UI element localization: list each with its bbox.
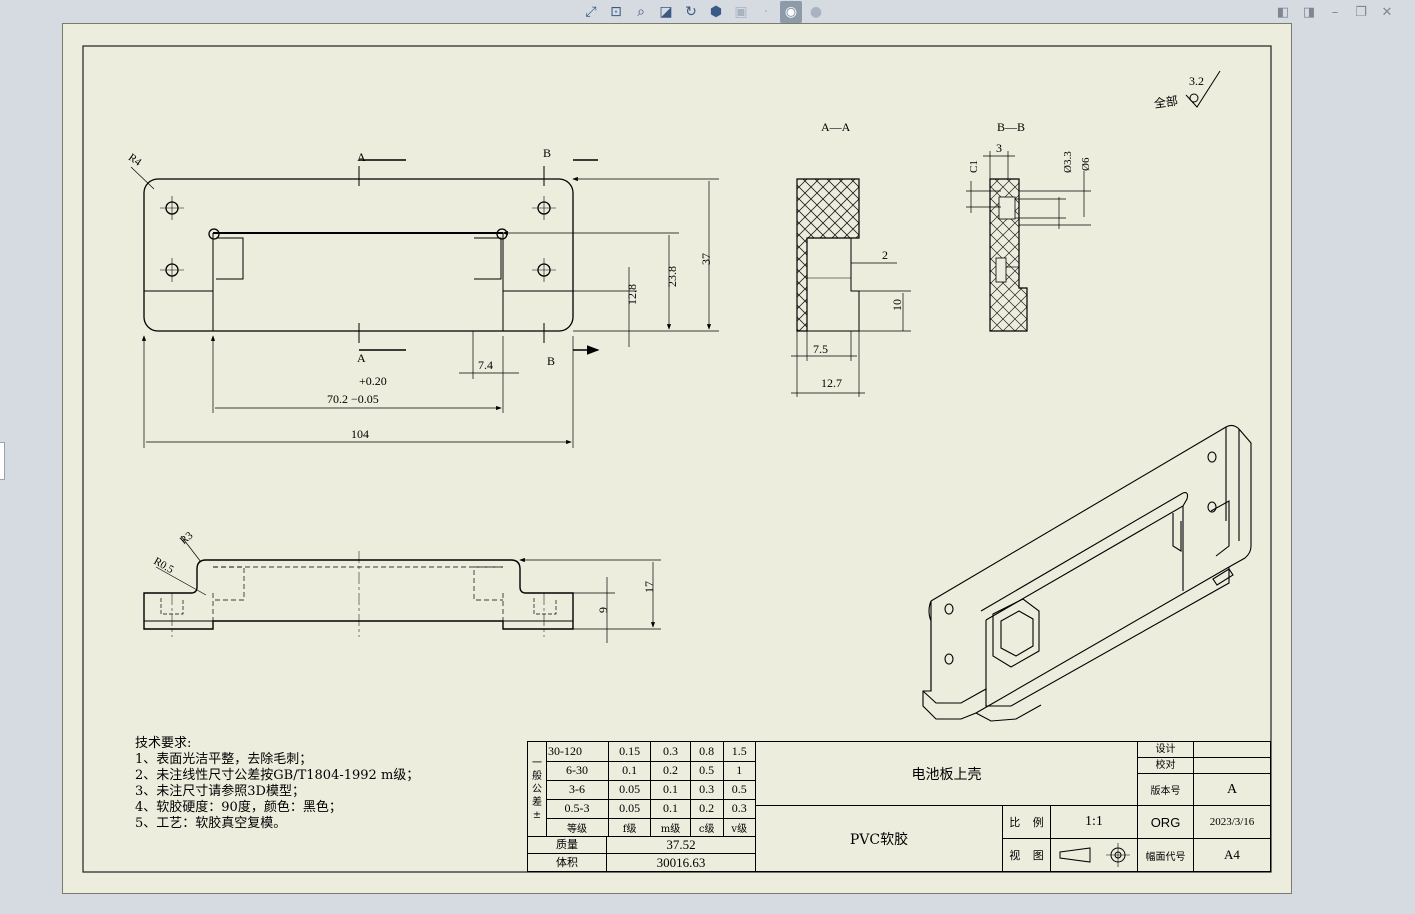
- volume-value: 30016.63: [656, 855, 706, 870]
- design-value: [1194, 742, 1270, 758]
- rotate-view-icon[interactable]: ↻: [685, 4, 697, 20]
- view-orientation-icon[interactable]: ▣: [734, 4, 748, 20]
- version-value: A: [1194, 774, 1270, 806]
- zoom-to-fit-icon[interactable]: ⤢: [585, 4, 597, 20]
- tech-requirement-item: 3、未注尺寸请参照3D模型；: [135, 784, 305, 799]
- sheet-size-value: A4: [1224, 847, 1240, 862]
- dim-aa-10: 10: [890, 299, 904, 311]
- dim-23-8: 23.8: [665, 266, 679, 287]
- view-label: 视图: [1003, 839, 1051, 871]
- tech-requirement-item: 4、软胶硬度：90度，颜色：黑色；: [135, 800, 342, 815]
- mass-value: 37.52: [666, 837, 696, 852]
- separator-icon: ·: [763, 4, 769, 20]
- hide-show-icon[interactable]: ◉: [780, 1, 802, 23]
- top-view: [143, 159, 598, 350]
- material: PVC软胶: [849, 831, 909, 848]
- dim-70-2: 70.2 −0.05: [327, 392, 379, 406]
- restore-icon[interactable]: ❐: [1355, 4, 1367, 20]
- dim-12-8: 12.8: [625, 284, 639, 305]
- date: 2023/3/16: [1194, 806, 1270, 839]
- close-icon[interactable]: ✕: [1381, 4, 1393, 20]
- tech-requirement-item: 1、表面光洁平整，去除毛刺；: [135, 752, 313, 767]
- part-name: 电池板上壳: [756, 742, 1137, 806]
- section-bb-label: B—B: [997, 120, 1025, 134]
- dim-bb-phi6: Ø6: [1080, 157, 1092, 171]
- tech-requirements-title: 技术要求:: [135, 736, 192, 751]
- mass-label: 质量: [528, 837, 607, 853]
- volume-row: 体积 30016.63: [528, 854, 755, 871]
- surface-finish-value: 3.2: [1189, 74, 1204, 88]
- display-style-icon[interactable]: ⬢: [709, 4, 723, 20]
- dim-r0-5: R0.5: [151, 555, 176, 576]
- minimize-icon[interactable]: –: [1331, 4, 1339, 20]
- check-value: [1194, 758, 1270, 774]
- appearance-icon[interactable]: ●: [809, 4, 823, 20]
- panel-right-icon[interactable]: ◨: [1302, 4, 1316, 20]
- dim-bb-3: 3: [996, 141, 1002, 155]
- sheet-size-label: 幅面代号: [1138, 839, 1194, 871]
- section-aa-view: 2 10 7.5 12.7: [791, 178, 911, 397]
- projection-symbol: [1051, 839, 1137, 871]
- dim-9: 9: [596, 607, 610, 613]
- company: ORG: [1138, 806, 1194, 839]
- dim-tol-upper: +0.20: [359, 374, 387, 388]
- panel-left-icon[interactable]: ◧: [1276, 4, 1290, 20]
- drawing-canvas: 全部 3.2 A A B B R4 37 23.8 12.8 7.4 +0.20: [82, 45, 1272, 873]
- truncated-cone-icon: [1059, 847, 1091, 863]
- drawing-sheet: 全部 3.2 A A B B R4 37 23.8 12.8 7.4 +0.20: [62, 23, 1292, 894]
- scale-label: 比例: [1003, 806, 1051, 839]
- tech-requirement-item: 2、未注线性尺寸公差按GB/T1804-1992 m级；: [135, 768, 420, 783]
- dim-104: 104: [351, 427, 369, 441]
- section-view-icon[interactable]: ◪: [659, 4, 673, 20]
- surface-finish-label: 全部: [1153, 93, 1179, 111]
- design-label: 设计: [1138, 742, 1194, 758]
- dim-bb-c1: C1: [968, 160, 980, 173]
- cut-label-b-top: B: [543, 146, 551, 160]
- cut-label-b-bottom: B: [547, 354, 555, 368]
- drawing-border: [82, 45, 1272, 873]
- cut-label-a-top: A: [357, 150, 366, 164]
- dim-r4: R4: [126, 151, 144, 168]
- scale-value: 1:1: [1051, 806, 1137, 839]
- side-panel-handle[interactable]: [0, 442, 5, 480]
- volume-label: 体积: [528, 854, 607, 871]
- cut-label-a-bottom: A: [357, 351, 366, 365]
- tolerance-side-label: 一般公差±: [528, 742, 547, 836]
- view-toolbar: ⤢ ⊡ ⌕ ◪ ↻ ⬢ ▣ · ◉ ●: [580, 0, 827, 24]
- zoom-previous-icon[interactable]: ⌕: [637, 4, 645, 20]
- dim-7-4: 7.4: [478, 358, 493, 372]
- check-label: 校对: [1138, 758, 1194, 774]
- dim-bb-phi3-3: Ø3.3: [1062, 151, 1074, 173]
- front-view: [143, 535, 661, 643]
- tech-requirement-item: 5、工艺：软胶真空复模。: [135, 816, 287, 831]
- dim-aa-12-7: 12.7: [821, 376, 842, 390]
- zoom-to-area-icon[interactable]: ⊡: [610, 4, 622, 20]
- mass-row: 质量 37.52: [528, 836, 755, 854]
- tech-requirements: 技术要求: 1、表面光洁平整，去除毛刺； 2、未注线性尺寸公差按GB/T1804…: [135, 736, 419, 832]
- first-angle-projection-icon: [1106, 843, 1130, 867]
- isometric-view: [922, 424, 1252, 722]
- surface-finish-symbol: 全部 3.2: [1153, 70, 1221, 111]
- dim-37: 37: [699, 253, 713, 265]
- version-label: 版本号: [1138, 774, 1194, 806]
- dim-r3: R3: [178, 529, 196, 547]
- dim-aa-7-5: 7.5: [813, 342, 828, 356]
- dim-aa-2: 2: [882, 248, 888, 262]
- window-controls: ◧ ◨ – ❐ ✕: [1275, 4, 1395, 20]
- dim-17: 17: [642, 581, 656, 593]
- section-bb-view: 3 C1 Ø3.3 Ø6: [966, 141, 1092, 332]
- section-aa-label: A—A: [821, 120, 851, 134]
